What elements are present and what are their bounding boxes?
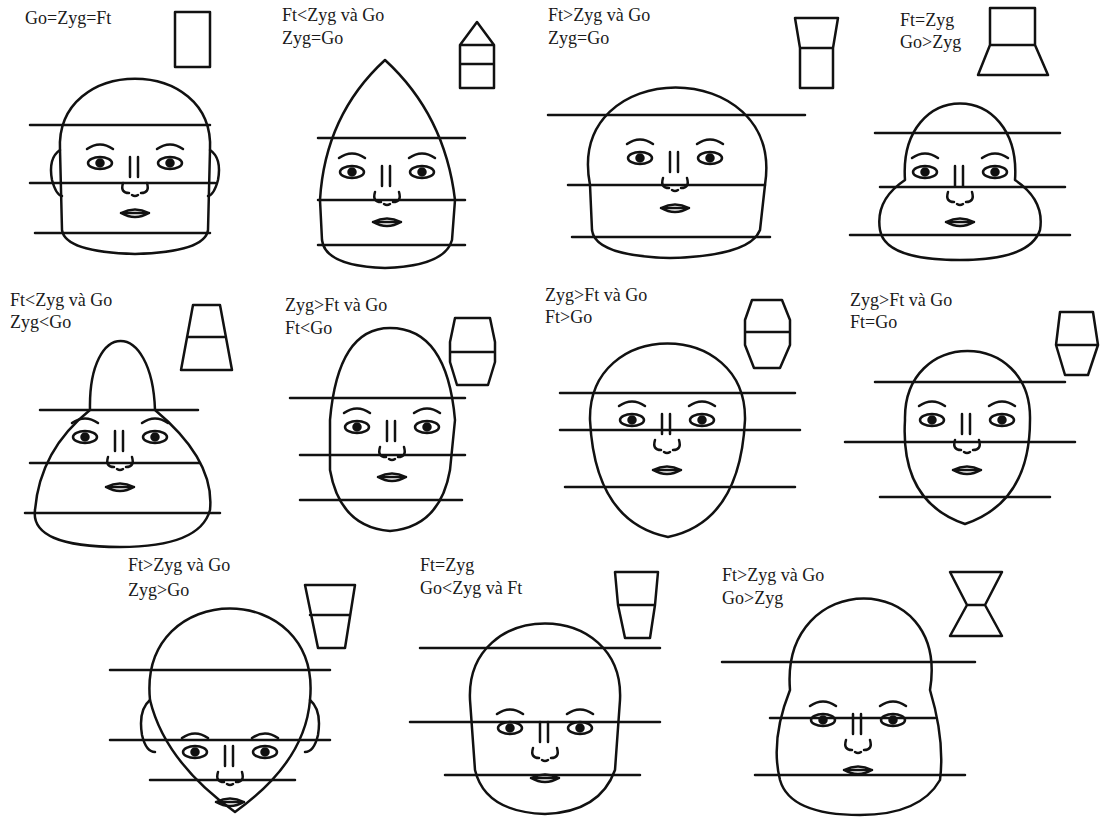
shape-icon [950, 572, 1002, 636]
shape-icon [615, 572, 658, 638]
face-outline [60, 79, 210, 254]
shape-icon [305, 585, 355, 648]
face-outline [777, 599, 942, 816]
guide-line [845, 382, 1075, 497]
guide-line [560, 393, 800, 487]
shape-icon [450, 318, 495, 385]
face-drawing [410, 572, 660, 814]
face-shape-label: Go<Zyg và Ft [420, 578, 522, 598]
face-outline [149, 609, 310, 813]
face-shape-label: Zyg<Go [10, 312, 71, 332]
face-shape-label: Ft<Zyg và Go [10, 290, 112, 310]
face-drawing [722, 572, 1002, 815]
guide-line [548, 115, 805, 237]
face-outline [879, 104, 1040, 261]
shape-icon [1056, 312, 1098, 375]
face-drawing [548, 18, 838, 258]
face-shape-label: Zyg=Go [548, 28, 609, 48]
face-drawing [25, 305, 232, 547]
ear [51, 150, 219, 196]
face-shape-label: Go=Zyg=Ft [25, 8, 111, 28]
face-shape-label: Go>Zyg [722, 588, 783, 608]
shape-icon [181, 305, 232, 370]
face-drawing [560, 300, 800, 537]
face-shape-label: Go>Zyg [900, 32, 961, 52]
guide-line [110, 670, 330, 780]
face-shape-label: Ft<Zyg và Go [282, 5, 384, 25]
guide-line [30, 125, 215, 233]
face-shape-label: Zyg=Go [282, 28, 343, 48]
face-outline [590, 344, 745, 538]
shape-icon [795, 18, 838, 88]
face-shape-label: Ft=Zyg [900, 10, 954, 30]
shape-icon [745, 300, 790, 368]
guide-line [318, 138, 465, 245]
guide-line [850, 133, 1070, 235]
face-shape-label: Ft>Zyg và Go [548, 5, 650, 25]
ear [141, 700, 319, 752]
face-shape-label: Ft>Zyg và Go [128, 555, 230, 575]
guide-line [25, 410, 220, 513]
face-shape-label: Ft>Go [545, 307, 592, 327]
face-shape-label: Ft>Zyg và Go [722, 565, 824, 585]
face-drawing [110, 585, 355, 812]
guide-line [290, 398, 465, 500]
shape-icon [175, 12, 210, 67]
face-shape-label: Ft=Zyg [420, 555, 474, 575]
shape-icon [460, 22, 494, 88]
face-drawing [845, 312, 1098, 524]
face-drawing [30, 12, 219, 254]
face-drawing [290, 318, 495, 531]
face-shape-label: Zyg>Ft và Go [850, 290, 952, 310]
face-shape-label: Ft<Go [285, 318, 332, 338]
face-shape-label: Zyg>Go [128, 580, 189, 600]
face-shape-label: Zyg>Ft và Go [545, 285, 647, 305]
face-shape-label: Zyg>Ft và Go [285, 295, 387, 315]
face-outline [470, 624, 620, 815]
face-outline [320, 60, 455, 268]
face-outline [588, 88, 766, 259]
face-drawing [318, 22, 494, 268]
shape-icon [978, 8, 1048, 75]
face-drawing [850, 8, 1070, 260]
face-shape-label: Ft=Go [850, 312, 897, 332]
guide-line [722, 662, 975, 775]
face-outline [35, 341, 211, 547]
